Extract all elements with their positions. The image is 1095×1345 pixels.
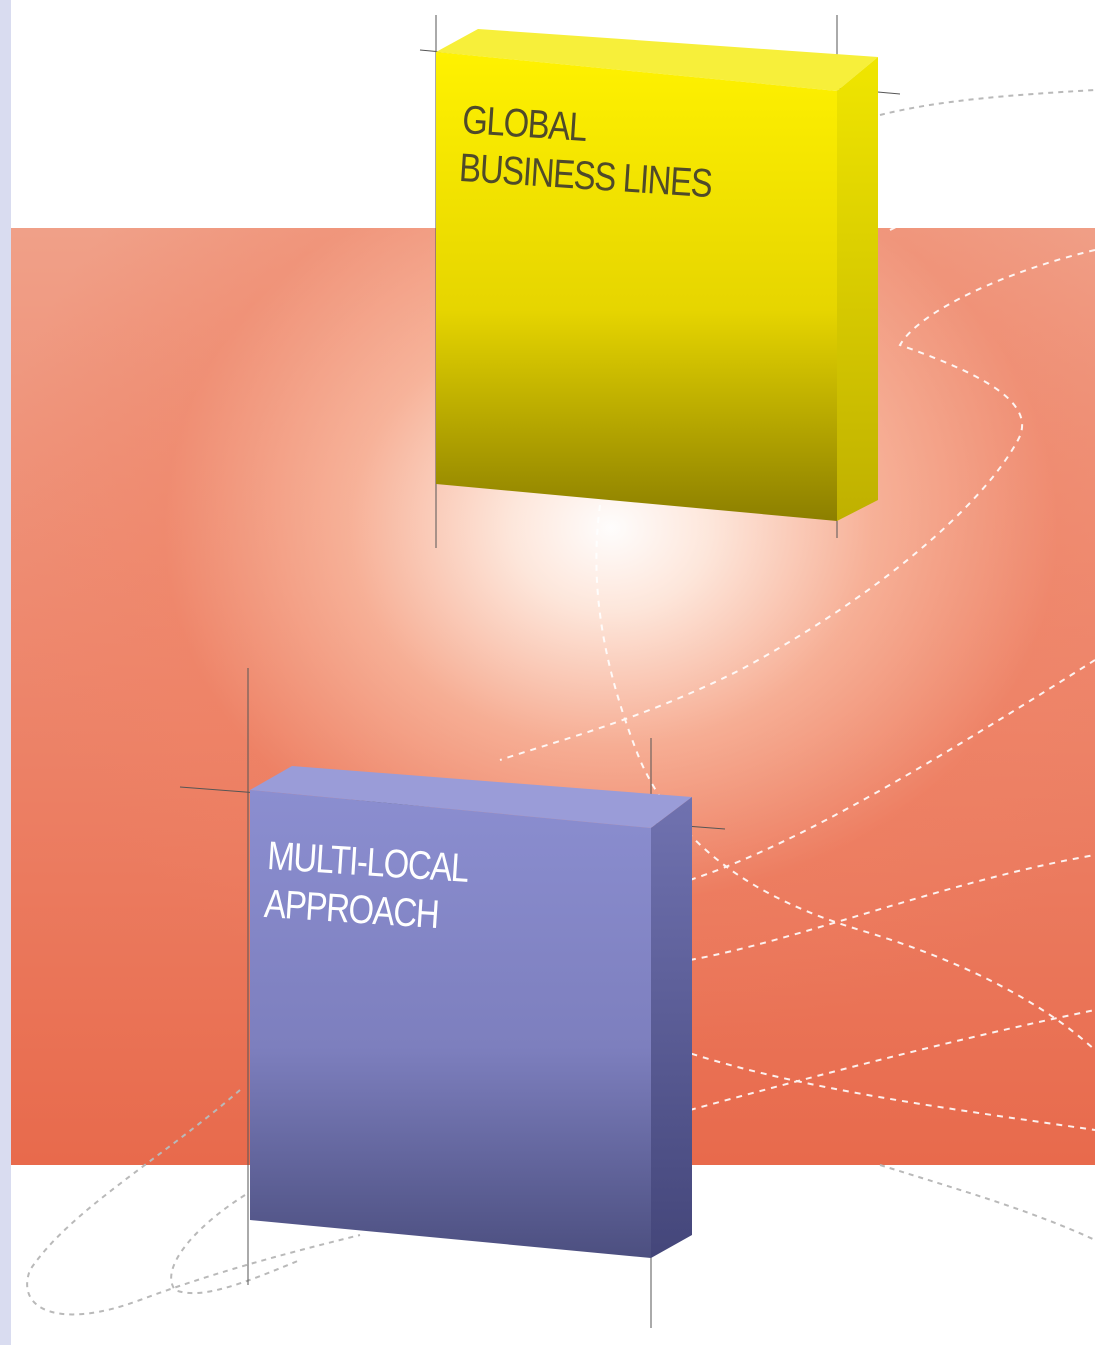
grey-curve-4 bbox=[879, 89, 1095, 116]
dashed-curves bbox=[499, 99, 1095, 1131]
local-box-label: MULTI-LOCAL APPROACH bbox=[263, 832, 470, 941]
dashed-curve-4 bbox=[595, 504, 1095, 1051]
local-box-top bbox=[250, 766, 692, 828]
dashed-curve-5 bbox=[689, 659, 1095, 881]
dashed-curve-2 bbox=[889, 129, 1095, 231]
local-box-face bbox=[250, 790, 651, 1258]
left-margin-strip bbox=[0, 0, 11, 1345]
grey-dashed-curves bbox=[26, 89, 1095, 1316]
dashed-curve-8 bbox=[679, 1049, 1095, 1131]
global-box-side bbox=[837, 57, 878, 521]
grey-curve-1 bbox=[26, 1089, 361, 1316]
dashed-curve-7 bbox=[689, 1009, 1095, 1111]
dashed-curve-1 bbox=[884, 99, 1095, 178]
global-box-top bbox=[436, 29, 878, 91]
local-box bbox=[250, 766, 692, 1258]
grey-curve-2 bbox=[170, 1194, 301, 1295]
global-box-label: GLOBAL BUSINESS LINES bbox=[458, 96, 716, 208]
global-box bbox=[436, 29, 878, 521]
grey-curve-3 bbox=[879, 1164, 1095, 1241]
global-box-face bbox=[436, 52, 837, 521]
local-box-side bbox=[651, 797, 692, 1258]
dashed-curve-6 bbox=[689, 854, 1095, 961]
